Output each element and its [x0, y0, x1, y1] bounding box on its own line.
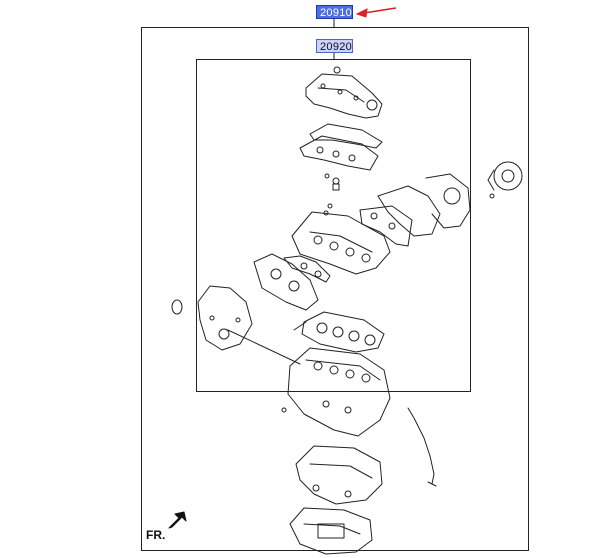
front-direction-arrow: [168, 511, 187, 529]
engine-block: [281, 347, 391, 437]
cover-gasket: [299, 123, 383, 171]
dipstick: [407, 407, 437, 487]
lower-oil-pan: [289, 507, 373, 555]
o-ring: [171, 299, 183, 315]
cover-leader: [227, 329, 301, 365]
cylinder-head: [291, 211, 391, 275]
part-number-20920[interactable]: 20920: [316, 39, 353, 53]
part-number-20910[interactable]: 20910: [316, 5, 353, 19]
front-direction-label: FR.: [146, 528, 166, 542]
turbocharger: [359, 173, 471, 247]
cylinder-head-cover: [305, 66, 383, 119]
intake-manifold: [253, 253, 331, 311]
sub-assembly-frame: [196, 59, 471, 392]
water-pump: [487, 161, 523, 199]
fittings: [323, 173, 340, 216]
upper-oil-pan: [295, 445, 383, 505]
head-gasket: [293, 311, 385, 353]
timing-cover: [197, 285, 253, 351]
assembly-frame: [141, 27, 529, 551]
red-pointer-arrow: [355, 7, 397, 18]
